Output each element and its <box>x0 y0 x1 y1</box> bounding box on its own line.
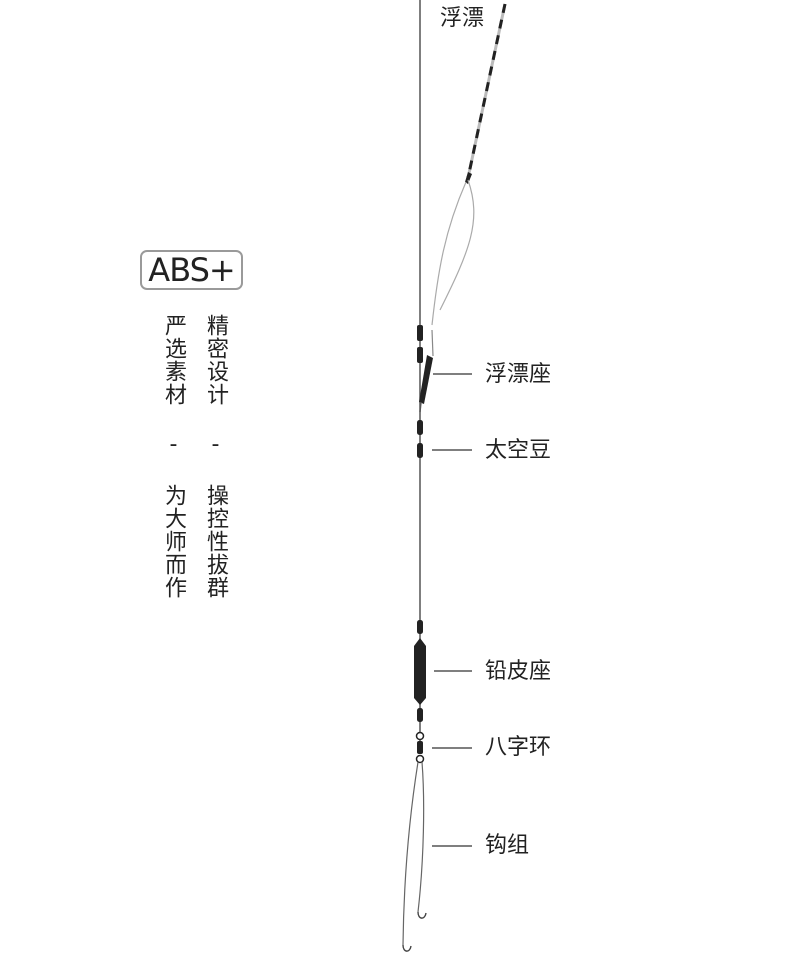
label-sinker-seat: 铅皮座 <box>485 659 552 684</box>
space-beans <box>417 420 423 458</box>
sinker-seat <box>414 620 426 722</box>
label-hook-set: 钩组 <box>485 833 530 858</box>
slogan-design: 精密设计 - 操控性拔群 <box>203 314 228 599</box>
label-float: 浮漂 <box>440 6 485 31</box>
float-seat <box>417 325 434 413</box>
swivel <box>415 731 425 764</box>
float <box>431 3 507 326</box>
label-space-bean: 太空豆 <box>485 438 552 463</box>
label-swivel: 八字环 <box>485 735 552 760</box>
abs-plus-badge: ABS+ <box>140 250 243 290</box>
slogan-material: 严选素材 - 为大师而作 <box>161 314 186 599</box>
hook-set <box>402 761 427 952</box>
label-float-seat: 浮漂座 <box>485 362 552 387</box>
